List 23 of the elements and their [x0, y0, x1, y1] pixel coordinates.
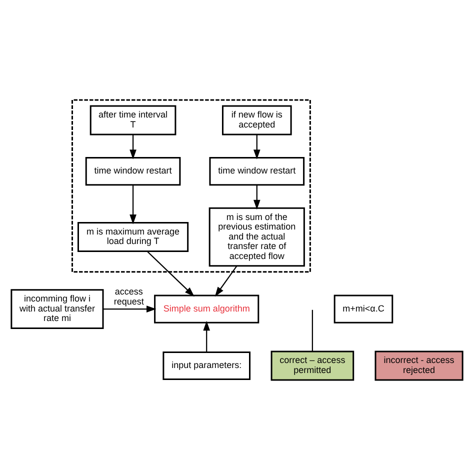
edge-label: access request — [114, 286, 144, 306]
arrow — [253, 134, 260, 160]
node-box: correct – access permitted — [270, 350, 354, 381]
arrow — [203, 320, 210, 352]
node-box: input parameters: — [162, 351, 250, 380]
cluster — [71, 99, 311, 273]
node-box: after time interval T — [90, 105, 176, 136]
arrow — [253, 185, 260, 210]
arrow — [130, 134, 136, 160]
node-box: time window restart — [209, 157, 305, 186]
node-box: incorrect - access rejected — [374, 350, 464, 381]
node-box: m is sum of the previous estimation and the actual transfer rate of accepted flow — [208, 207, 305, 267]
node-box: m is maximum average load during T — [78, 222, 189, 252]
connector — [312, 310, 313, 352]
arrow — [130, 185, 136, 224]
arrow — [214, 266, 238, 297]
arrow — [146, 250, 194, 297]
node-box: time window restart — [85, 157, 181, 186]
node-box: if new flow is accepted — [222, 105, 292, 136]
node-box: m+mi<α.C — [334, 294, 394, 324]
node-box: Simple sum algorithm — [154, 294, 260, 324]
node-box: incomming flow i with actual transfer rate mi — [10, 289, 104, 329]
arrow — [103, 306, 156, 312]
